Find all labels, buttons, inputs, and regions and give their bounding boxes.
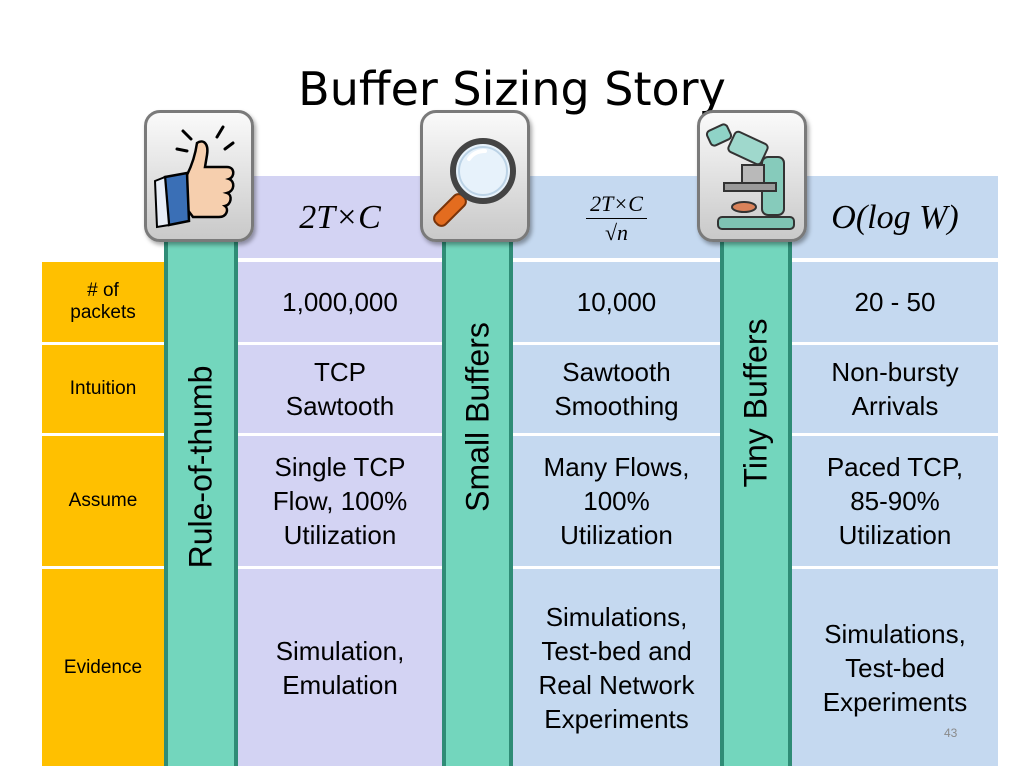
- bar-label: Rule-of-thumb: [182, 365, 219, 569]
- magnifying-glass-icon: [420, 110, 530, 242]
- bar-small-buffers: Small Buffers: [442, 236, 513, 766]
- cell-small-buffers-assume: Many Flows, 100% Utilization: [543, 452, 690, 550]
- formula-numerator: 2T×C: [586, 191, 647, 219]
- cell-rule-of-thumb-packets: 1,000,000: [282, 287, 398, 317]
- cell-rule-of-thumb-assume: Single TCP Flow, 100% Utilization: [272, 452, 408, 550]
- row-label-evidence: Evidence: [42, 569, 164, 766]
- bar-tiny-buffers: Tiny Buffers: [720, 236, 792, 766]
- formula-rule-of-thumb: 2T×C: [238, 180, 442, 256]
- cell-small-buffers-intuition: Sawtooth Smoothing: [554, 357, 679, 421]
- formula-text: 2T×C: [299, 199, 381, 236]
- cell-rule-of-thumb-intuition: TCP Sawtooth: [285, 357, 395, 421]
- cell-tiny-buffers-assume: Paced TCP, 85-90% Utilization: [826, 452, 964, 550]
- cell-tiny-buffers-intuition: Non-bursty Arrivals: [831, 357, 959, 421]
- formula-tiny-buffers: O(log W): [792, 180, 998, 256]
- row-label-intuition: Intuition: [42, 345, 164, 433]
- column-small-buffers-bg: [513, 176, 720, 766]
- cell-tiny-buffers-packets: 20 - 50: [854, 287, 936, 317]
- column-rule-of-thumb-bg: [238, 176, 442, 766]
- formula-fraction: 2T×C √n: [586, 191, 647, 245]
- row-label-text: # of packets: [70, 280, 136, 323]
- row-label-packets: # of packets: [42, 262, 164, 342]
- bar-label: Tiny Buffers: [737, 318, 774, 488]
- row-label-text: Intuition: [69, 378, 137, 399]
- cell-rule-of-thumb-evidence: Simulation, Emulation: [275, 635, 405, 700]
- bar-label: Small Buffers: [459, 322, 495, 512]
- thumbs-up-icon: [144, 110, 254, 242]
- column-tiny-buffers-bg: [792, 176, 998, 766]
- row-label-text: Assume: [68, 490, 138, 511]
- bar-rule-of-thumb: Rule-of-thumb: [164, 236, 238, 766]
- cell-small-buffers-packets: 10,000: [576, 287, 657, 317]
- cell-small-buffers-evidence: Simulations, Test-bed and Real Network E…: [538, 601, 695, 734]
- microscope-icon: [697, 110, 807, 242]
- row-label-assume: Assume: [42, 436, 164, 566]
- row-label-text: Evidence: [63, 656, 143, 678]
- formula-text: O(log W): [831, 199, 959, 236]
- slide-number: 43: [944, 726, 958, 740]
- cell-tiny-buffers-evidence: Simulations, Test-bed Experiments: [822, 618, 968, 717]
- formula-denominator: √n: [604, 219, 629, 245]
- formula-small-buffers: 2T×C √n: [513, 178, 720, 258]
- slide-title: Buffer Sizing Story: [298, 62, 726, 116]
